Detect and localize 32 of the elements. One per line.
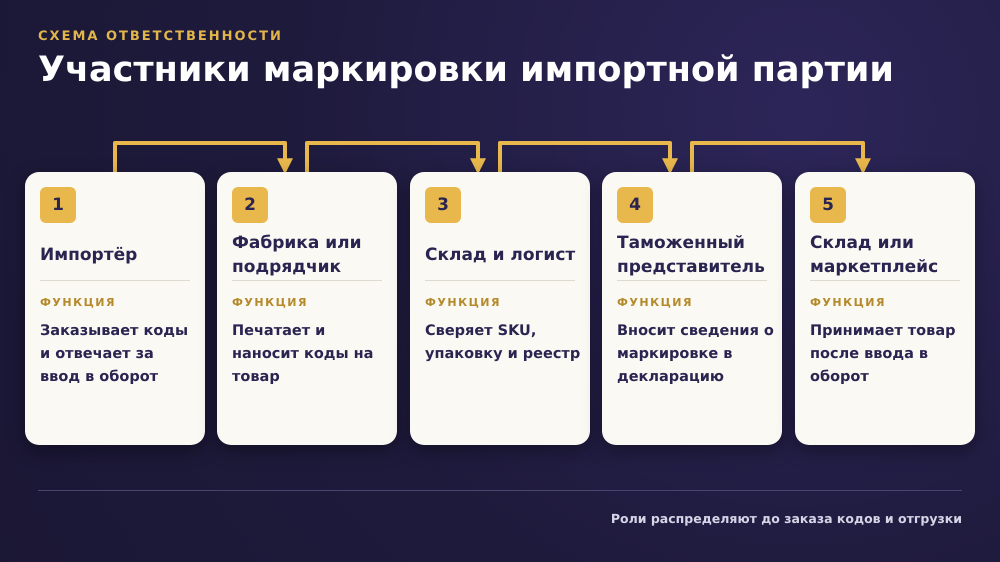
card-title: Таможенный представитель	[617, 232, 766, 278]
section-label: ФУНКЦИЯ	[810, 296, 886, 309]
description: Заказывает коды и отвечает за ввод в оборот	[40, 322, 190, 387]
step-number-badge: 5	[810, 187, 846, 223]
card-title: Склад или маркетплейс	[810, 232, 940, 278]
step-card	[25, 172, 205, 445]
step-number-badge: 4	[617, 187, 653, 223]
card-title: Фабрика или подрядчик	[232, 232, 362, 278]
section-label: ФУНКЦИЯ	[425, 296, 501, 309]
arrow	[690, 141, 871, 174]
card-title: Импортёр	[40, 244, 138, 267]
section-label: ФУНКЦИЯ	[232, 296, 308, 309]
arrow	[305, 141, 486, 174]
step-number-badge: 2	[232, 187, 268, 223]
description: Сверяет SKU, упаковку и реестр	[425, 322, 582, 364]
page-title: Участники маркировки импортной партии	[38, 50, 894, 90]
footer-note: Роли распределяют до заказа кодов и отгрузки	[610, 511, 962, 526]
section-label: ФУНКЦИЯ	[617, 296, 693, 309]
description: Вносит сведения о маркировке в декларацию	[617, 322, 774, 387]
step-card	[602, 172, 782, 445]
kicker-text: СХЕМА ОТВЕТСТВЕННОСТИ	[38, 29, 283, 44]
card-title: Склад и логист	[425, 244, 576, 267]
step-card	[410, 172, 590, 445]
description: Печатает и наносит коды на товар	[232, 322, 374, 387]
step-number-badge: 3	[425, 187, 461, 223]
description: Принимает товар после ввода в оборот	[810, 322, 956, 387]
section-label: ФУНКЦИЯ	[40, 296, 116, 309]
arrow	[498, 141, 678, 174]
step-card	[795, 172, 975, 445]
step-card	[217, 172, 397, 445]
arrow	[113, 141, 293, 174]
step-number-badge: 1	[40, 187, 76, 223]
